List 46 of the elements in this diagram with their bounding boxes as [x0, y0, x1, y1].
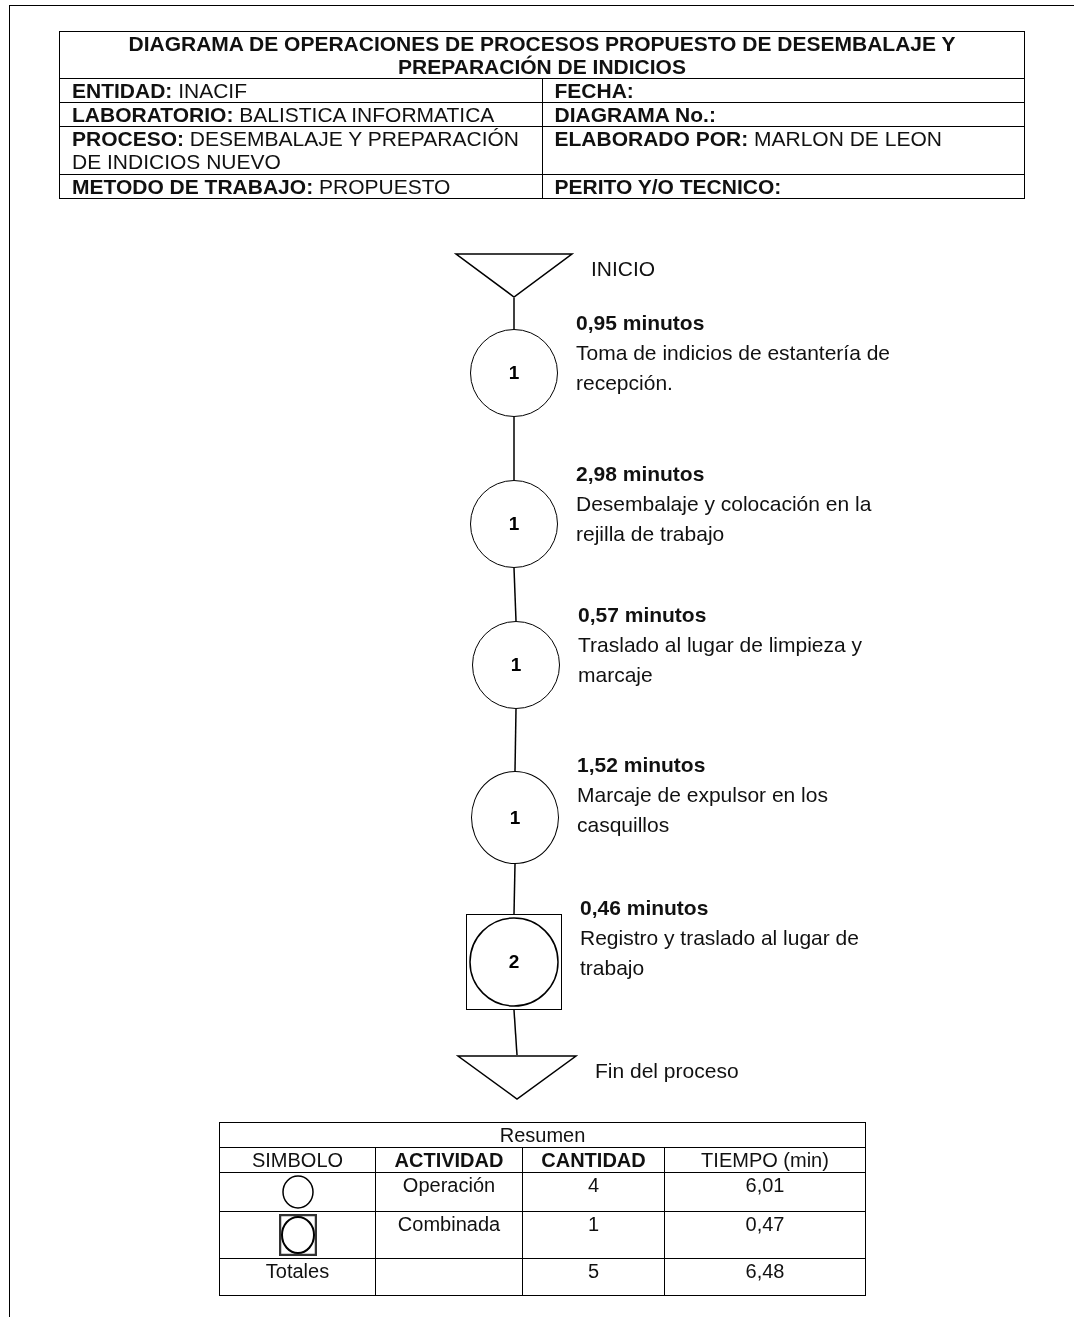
column-header: CANTIDAD [522, 1147, 665, 1173]
connector-line [513, 567, 517, 622]
terminal-label: INICIO [591, 256, 656, 282]
header-field-text: PERITO Y/O TECNICO: [542, 174, 1025, 199]
time-value: 6,01 [664, 1172, 866, 1212]
terminal-label: Fin del proceso [595, 1058, 739, 1084]
header-field-text: ELABORADO POR: MARLON DE LEON [542, 126, 1025, 175]
time-value: 6,48 [664, 1258, 866, 1296]
connector-line [513, 863, 516, 915]
step-description: Marcaje de expulsor en los casquillos [577, 782, 829, 838]
duration-text: 0,46 minutos [580, 895, 709, 921]
step-description: Registro y traslado al lugar de trabajo [580, 925, 860, 981]
duration-text: 0,57 minutos [578, 602, 707, 628]
totals-label: Totales [219, 1258, 376, 1296]
header-field-text: LABORATORIO: BALISTICA INFORMATICA [59, 102, 542, 127]
header-field-text: FECHA: [542, 78, 1025, 103]
step-number: 1 [509, 654, 523, 676]
column-header: ACTIVIDAD [375, 1147, 523, 1173]
chart-title: DIAGRAMA DE OPERACIONES DE PROCESOS PROPUESTO DE DESEMBALAJE Y PREPARACIÓN DE INDICIOS [59, 31, 1025, 79]
duration-text: 0,95 minutos [576, 310, 705, 336]
table-title: Resumen [219, 1122, 866, 1148]
quantity-value: 5 [522, 1258, 665, 1296]
header-field-text: PROCESO: DESEMBALAJE Y PREPARACIÓN DE INDICIOS NUEVO [59, 126, 542, 175]
step-description: Desembalaje y colocación en la rejilla de trabajo [576, 491, 873, 547]
column-header: TIEMPO (min) [664, 1147, 866, 1173]
header-field-text: METODO DE TRABAJO: PROPUESTO [59, 174, 542, 199]
activity-name: Combinada [375, 1211, 523, 1259]
step-description: Traslado al lugar de limpieza y marcaje [578, 632, 864, 688]
step-number: 1 [508, 806, 522, 829]
quantity-value: 1 [522, 1211, 665, 1259]
time-value: 0,47 [664, 1211, 866, 1259]
step-number: 1 [507, 362, 521, 384]
duration-text: 2,98 minutos [576, 461, 705, 487]
connector-line [513, 416, 515, 481]
connector-line [513, 1009, 518, 1056]
header-field-text: DIAGRAMA No.: [542, 102, 1025, 127]
step-description: Toma de indicios de estantería de recepción. [576, 340, 892, 396]
connector-line [514, 708, 517, 772]
connector-line [513, 297, 515, 330]
activity-name: Operación [375, 1172, 523, 1212]
column-header: SIMBOLO [219, 1147, 376, 1173]
step-number: 2 [507, 951, 521, 973]
step-number: 1 [507, 513, 521, 535]
duration-text: 1,52 minutos [577, 752, 706, 778]
quantity-value: 4 [522, 1172, 665, 1212]
header-field-text: ENTIDAD: INACIF [59, 78, 542, 103]
